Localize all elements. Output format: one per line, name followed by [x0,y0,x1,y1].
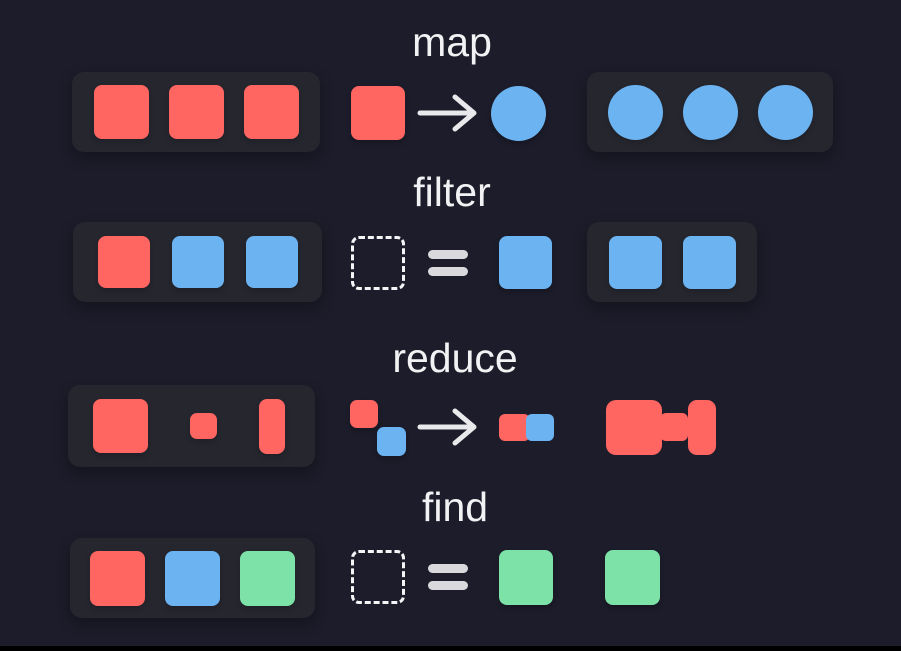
reduce-result-pair-joined [499,414,554,441]
row-label-reduce: reduce [392,335,518,381]
red-square [90,550,145,606]
red-square [168,85,224,139]
map-operand-red-square [351,86,405,140]
red-square [93,85,149,139]
red-square-small [190,413,217,439]
dashed-placeholder-square [351,550,405,604]
filter-predicate-blue-square [499,236,552,289]
find-input-array [70,538,315,618]
blue-square-small [526,414,554,441]
equals-bar [428,564,468,573]
green-square [240,550,295,606]
equals-icon [428,250,468,276]
red-square-small [499,414,530,441]
equals-bar [428,250,468,259]
red-square-large [606,400,662,455]
equals-bar [428,581,468,590]
row-label-map: map [412,19,492,65]
find-output-green-square [605,550,660,605]
right-arrow-icon [416,407,482,447]
red-connector-square [660,413,688,441]
map-output-array [587,72,833,152]
find-predicate-green-square [499,550,553,605]
red-square [243,85,299,139]
red-square [97,236,150,288]
blue-circle [607,84,663,140]
map-input-array [72,72,320,152]
map-result-blue-circle [491,86,546,141]
blue-circle [757,84,813,140]
row-label-find: find [421,484,489,530]
blue-square [171,236,224,288]
right-arrow-icon [416,93,482,133]
blue-square [165,550,220,606]
red-rect-tall [688,400,716,455]
row-label-filter: filter [413,169,491,215]
equals-icon [428,564,468,590]
filter-input-array [73,222,322,302]
blue-square [682,235,736,289]
reduce-operand-pair-diagonal [350,400,408,457]
equals-bar [428,267,468,276]
dashed-placeholder-square [351,236,405,290]
bottom-window-edge [0,646,901,651]
red-rect-tall [259,398,285,454]
reduce-output-composite [606,400,716,455]
reduce-input-array [68,385,315,467]
red-square-small [350,400,378,428]
blue-circle [682,84,738,140]
blue-square [245,236,298,288]
blue-square [608,235,662,289]
filter-output-array [587,222,757,302]
blue-square-small [377,427,406,456]
red-square-large [93,399,148,453]
